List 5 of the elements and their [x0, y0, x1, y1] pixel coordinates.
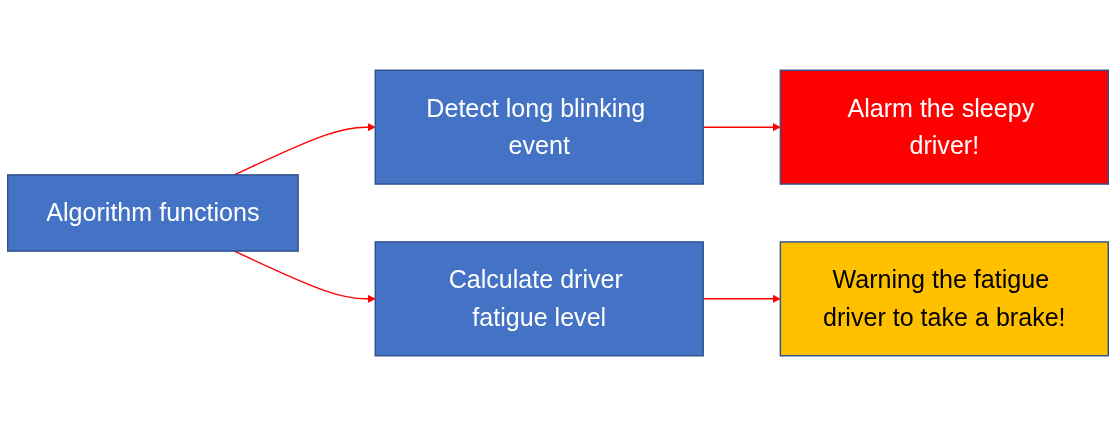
node-box: Detect long blinking event [374, 69, 704, 185]
node-box: Alarm the sleepy driver! [779, 69, 1109, 185]
node-box: Calculate driver fatigue level [374, 241, 704, 357]
node-box: Warning the fatigue driver to take a brake! [779, 241, 1109, 357]
node-box: Algorithm functions [7, 174, 299, 252]
